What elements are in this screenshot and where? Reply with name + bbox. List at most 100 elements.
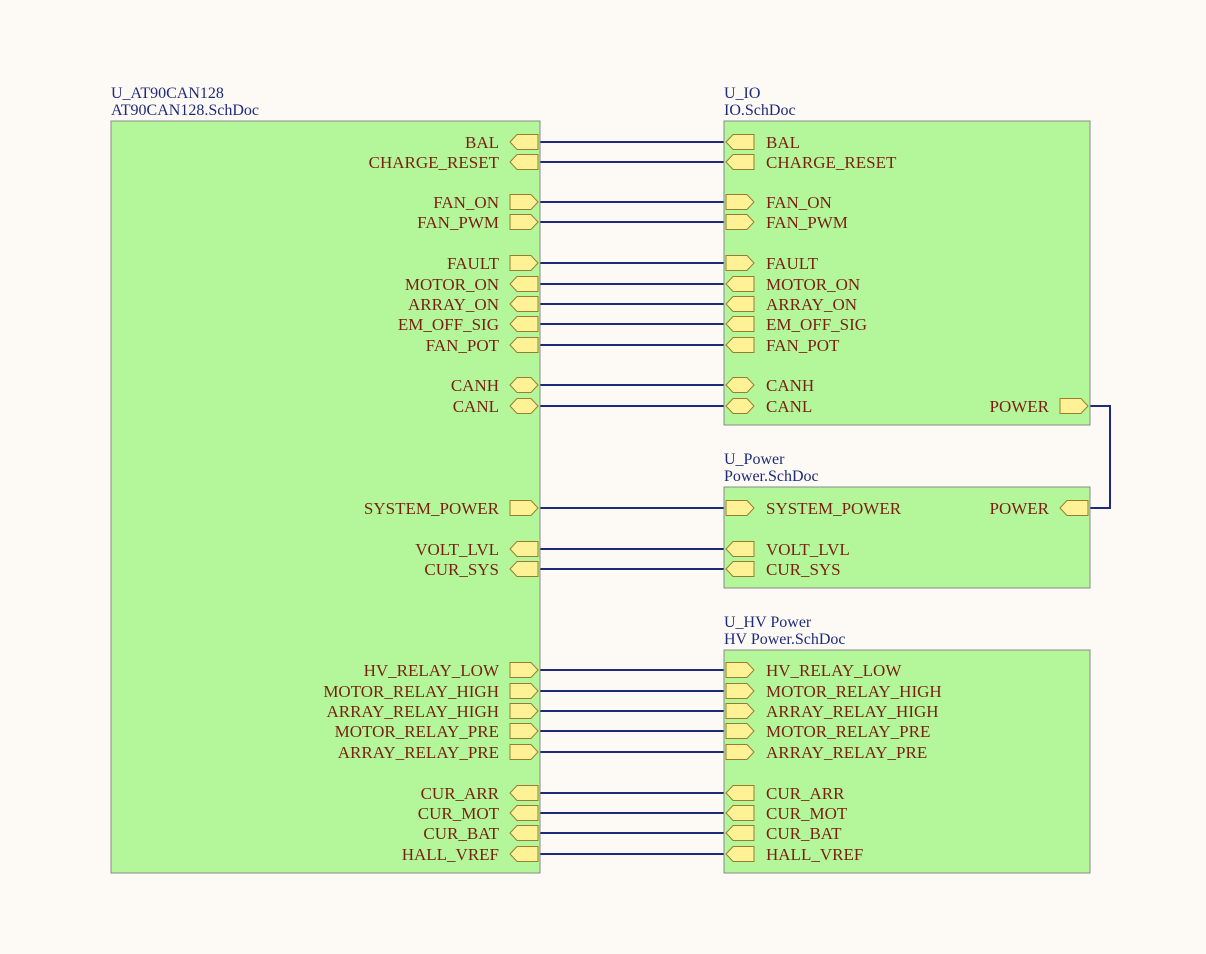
port-array-relay-pre[interactable]: ARRAY_RELAY_PRE: [338, 743, 539, 762]
sheet-symbol-u-at90can128[interactable]: U_AT90CAN128AT90CAN128.SchDocBALCHARGE_R…: [110, 85, 541, 874]
port-cur-bat[interactable]: CUR_BAT: [423, 824, 539, 843]
port-hv-relay-low[interactable]: HV_RELAY_LOW: [364, 661, 539, 680]
port-bal[interactable]: BAL: [465, 133, 539, 152]
port-shape[interactable]: [509, 276, 539, 292]
port-shape[interactable]: [509, 398, 539, 414]
port-array-on[interactable]: ARRAY_ON: [725, 295, 857, 314]
port-shape[interactable]: [509, 805, 539, 821]
port-cur-mot[interactable]: CUR_MOT: [725, 804, 848, 823]
port-fan-pot[interactable]: FAN_POT: [426, 336, 539, 355]
port-cur-sys[interactable]: CUR_SYS: [424, 560, 539, 579]
port-shape[interactable]: [509, 846, 539, 862]
port-fan-pwm[interactable]: FAN_PWM: [417, 213, 539, 232]
port-motor-on[interactable]: MOTOR_ON: [405, 275, 539, 294]
port-shape[interactable]: [725, 561, 755, 577]
port-shape[interactable]: [725, 683, 755, 699]
port-shape[interactable]: [509, 683, 539, 699]
port-shape[interactable]: [509, 296, 539, 312]
port-shape[interactable]: [509, 194, 539, 210]
port-volt-lvl[interactable]: VOLT_LVL: [415, 540, 539, 559]
port-shape[interactable]: [509, 316, 539, 332]
port-shape[interactable]: [509, 500, 539, 516]
port-hv-relay-low[interactable]: HV_RELAY_LOW: [725, 661, 902, 680]
port-cur-arr[interactable]: CUR_ARR: [725, 784, 845, 803]
port-system-power[interactable]: SYSTEM_POWER: [364, 499, 539, 518]
port-shape[interactable]: [725, 214, 755, 230]
port-fan-pwm[interactable]: FAN_PWM: [725, 213, 848, 232]
port-shape[interactable]: [725, 276, 755, 292]
port-array-on[interactable]: ARRAY_ON: [408, 295, 539, 314]
port-shape[interactable]: [509, 214, 539, 230]
port-shape[interactable]: [1059, 500, 1089, 516]
port-fan-on[interactable]: FAN_ON: [725, 193, 832, 212]
port-shape[interactable]: [509, 541, 539, 557]
port-cur-bat[interactable]: CUR_BAT: [725, 824, 842, 843]
port-bal[interactable]: BAL: [725, 133, 800, 152]
port-canl[interactable]: CANL: [725, 397, 812, 416]
port-charge-reset[interactable]: CHARGE_RESET: [725, 153, 897, 172]
port-motor-on[interactable]: MOTOR_ON: [725, 275, 860, 294]
port-shape[interactable]: [509, 561, 539, 577]
port-fan-on[interactable]: FAN_ON: [433, 193, 539, 212]
port-power[interactable]: POWER: [990, 397, 1089, 416]
port-shape[interactable]: [725, 316, 755, 332]
port-canh[interactable]: CANH: [725, 376, 814, 395]
port-motor-relay-high[interactable]: MOTOR_RELAY_HIGH: [323, 682, 539, 701]
port-shape[interactable]: [509, 255, 539, 271]
port-em-off-sig[interactable]: EM_OFF_SIG: [725, 315, 867, 334]
port-shape[interactable]: [725, 785, 755, 801]
sheet-symbol-u-io[interactable]: U_IOIO.SchDocBALCHARGE_RESETFAN_ONFAN_PW…: [723, 85, 1091, 426]
port-shape[interactable]: [509, 662, 539, 678]
port-shape[interactable]: [509, 134, 539, 150]
port-shape[interactable]: [509, 377, 539, 393]
sheet-symbol-body[interactable]: [723, 486, 1091, 589]
port-motor-relay-pre[interactable]: MOTOR_RELAY_PRE: [725, 722, 930, 741]
port-array-relay-pre[interactable]: ARRAY_RELAY_PRE: [725, 743, 927, 762]
port-array-relay-high[interactable]: ARRAY_RELAY_HIGH: [326, 702, 539, 721]
port-shape[interactable]: [725, 398, 755, 414]
port-system-power[interactable]: SYSTEM_POWER: [725, 499, 902, 518]
port-em-off-sig[interactable]: EM_OFF_SIG: [398, 315, 539, 334]
port-fan-pot[interactable]: FAN_POT: [725, 336, 840, 355]
port-motor-relay-high[interactable]: MOTOR_RELAY_HIGH: [725, 682, 942, 701]
port-shape[interactable]: [725, 194, 755, 210]
port-cur-mot[interactable]: CUR_MOT: [418, 804, 539, 823]
port-fault[interactable]: FAULT: [725, 254, 819, 273]
port-array-relay-high[interactable]: ARRAY_RELAY_HIGH: [725, 702, 939, 721]
port-shape[interactable]: [725, 541, 755, 557]
port-shape[interactable]: [509, 825, 539, 841]
port-fault[interactable]: FAULT: [447, 254, 539, 273]
port-canh[interactable]: CANH: [451, 376, 539, 395]
port-shape[interactable]: [509, 703, 539, 719]
port-hall-vref[interactable]: HALL_VREF: [725, 845, 863, 864]
port-shape[interactable]: [509, 744, 539, 760]
port-shape[interactable]: [725, 805, 755, 821]
port-shape[interactable]: [725, 255, 755, 271]
port-power[interactable]: POWER: [990, 499, 1089, 518]
port-cur-arr[interactable]: CUR_ARR: [421, 784, 539, 803]
port-shape[interactable]: [725, 337, 755, 353]
port-shape[interactable]: [509, 337, 539, 353]
port-canl[interactable]: CANL: [453, 397, 539, 416]
port-shape[interactable]: [725, 134, 755, 150]
port-motor-relay-pre[interactable]: MOTOR_RELAY_PRE: [335, 722, 539, 741]
port-shape[interactable]: [725, 825, 755, 841]
port-shape[interactable]: [725, 154, 755, 170]
port-shape[interactable]: [725, 662, 755, 678]
port-shape[interactable]: [1059, 398, 1089, 414]
port-shape[interactable]: [509, 785, 539, 801]
port-shape[interactable]: [725, 377, 755, 393]
port-shape[interactable]: [725, 744, 755, 760]
port-shape[interactable]: [725, 500, 755, 516]
port-hall-vref[interactable]: HALL_VREF: [402, 845, 539, 864]
port-shape[interactable]: [509, 723, 539, 739]
port-cur-sys[interactable]: CUR_SYS: [725, 560, 841, 579]
sheet-symbol-body[interactable]: [723, 649, 1091, 874]
port-shape[interactable]: [725, 846, 755, 862]
sheet-symbol-body[interactable]: [723, 120, 1091, 426]
port-volt-lvl[interactable]: VOLT_LVL: [725, 540, 850, 559]
sheet-symbol-body[interactable]: [110, 120, 541, 874]
port-shape[interactable]: [725, 296, 755, 312]
